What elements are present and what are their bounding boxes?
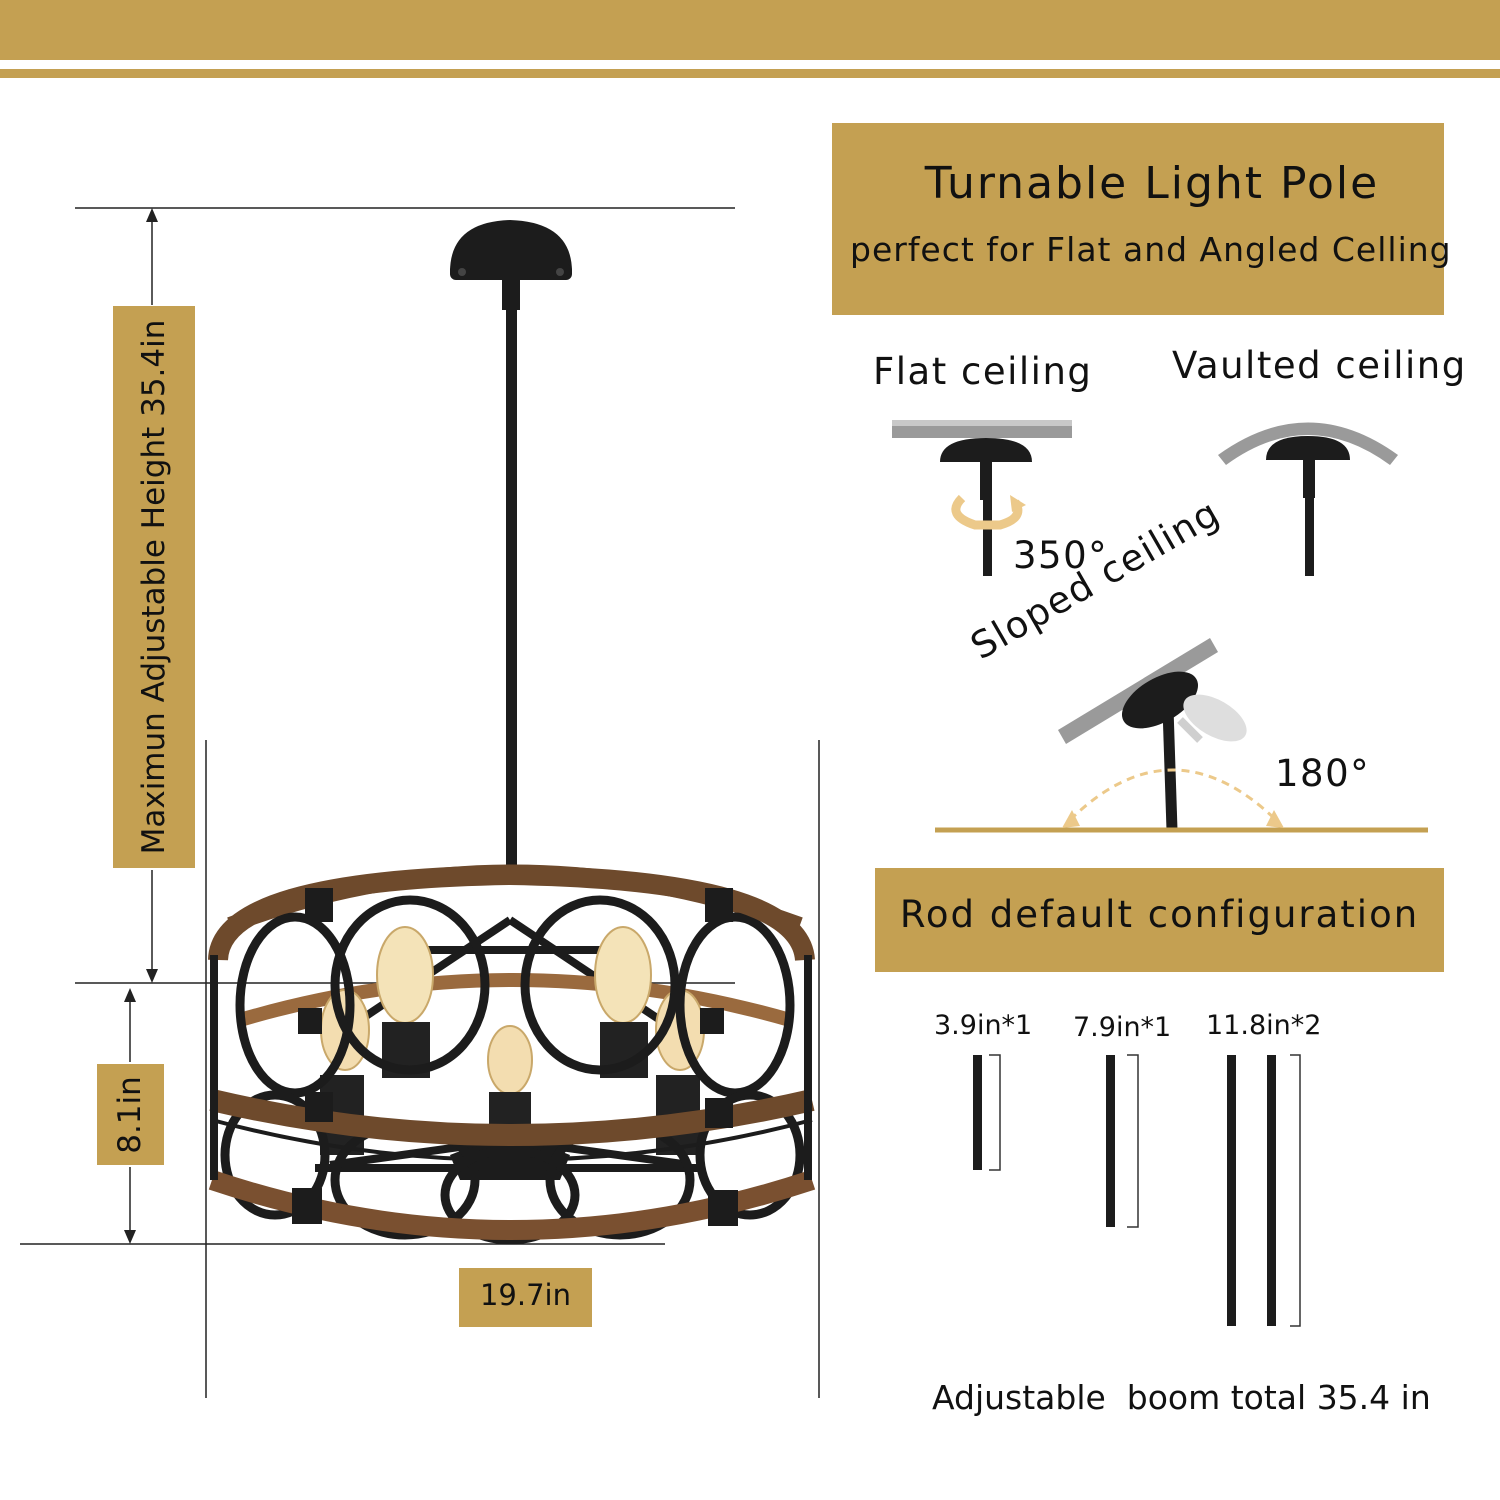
rod-config-box xyxy=(875,868,1444,972)
diameter-label-box xyxy=(459,1268,592,1327)
title-box xyxy=(832,123,1444,315)
max-height-label-box xyxy=(113,306,195,868)
arrow-heads xyxy=(124,208,158,1244)
chandelier xyxy=(208,220,816,1245)
vaulted-ceiling-label: Vaulted ceiling xyxy=(1172,344,1467,387)
sloped-ceiling-diagram xyxy=(935,638,1428,833)
rod-label-2: 7.9in*1 xyxy=(1073,1012,1172,1043)
fixture-height-label-box xyxy=(97,1064,164,1165)
rod-label-3: 11.8in*2 xyxy=(1206,1010,1322,1041)
rotation-arrow-icon xyxy=(951,494,1023,530)
page-title: Turnable Light Pole xyxy=(924,158,1380,209)
flat-ceiling-label: Flat ceiling xyxy=(873,350,1093,393)
page-subtitle: perfect for Flat and Angled Celling xyxy=(850,230,1452,269)
diameter-label: 19.7in xyxy=(479,1278,571,1312)
flat-angle-label: 350° xyxy=(1013,534,1109,577)
top-gold-band xyxy=(0,0,1500,60)
arc-arrow-icon xyxy=(1068,768,1278,822)
sloped-angle-label: 180° xyxy=(1275,752,1371,795)
fixture-height-label: 8.1in xyxy=(112,1076,148,1154)
rod-set xyxy=(973,1054,1301,1327)
total-boom-note: Adjustable boom total 35.4 in xyxy=(932,1378,1431,1417)
vaulted-ceiling-diagram xyxy=(1218,422,1398,576)
flat-ceiling-diagram xyxy=(892,420,1072,576)
rod-label-1: 3.9in*1 xyxy=(934,1010,1033,1041)
top-gold-line xyxy=(0,69,1500,78)
rod-config-title: Rod default configuration xyxy=(899,893,1420,936)
max-height-label: Maximun Adjustable Height 35.4in xyxy=(136,319,172,855)
